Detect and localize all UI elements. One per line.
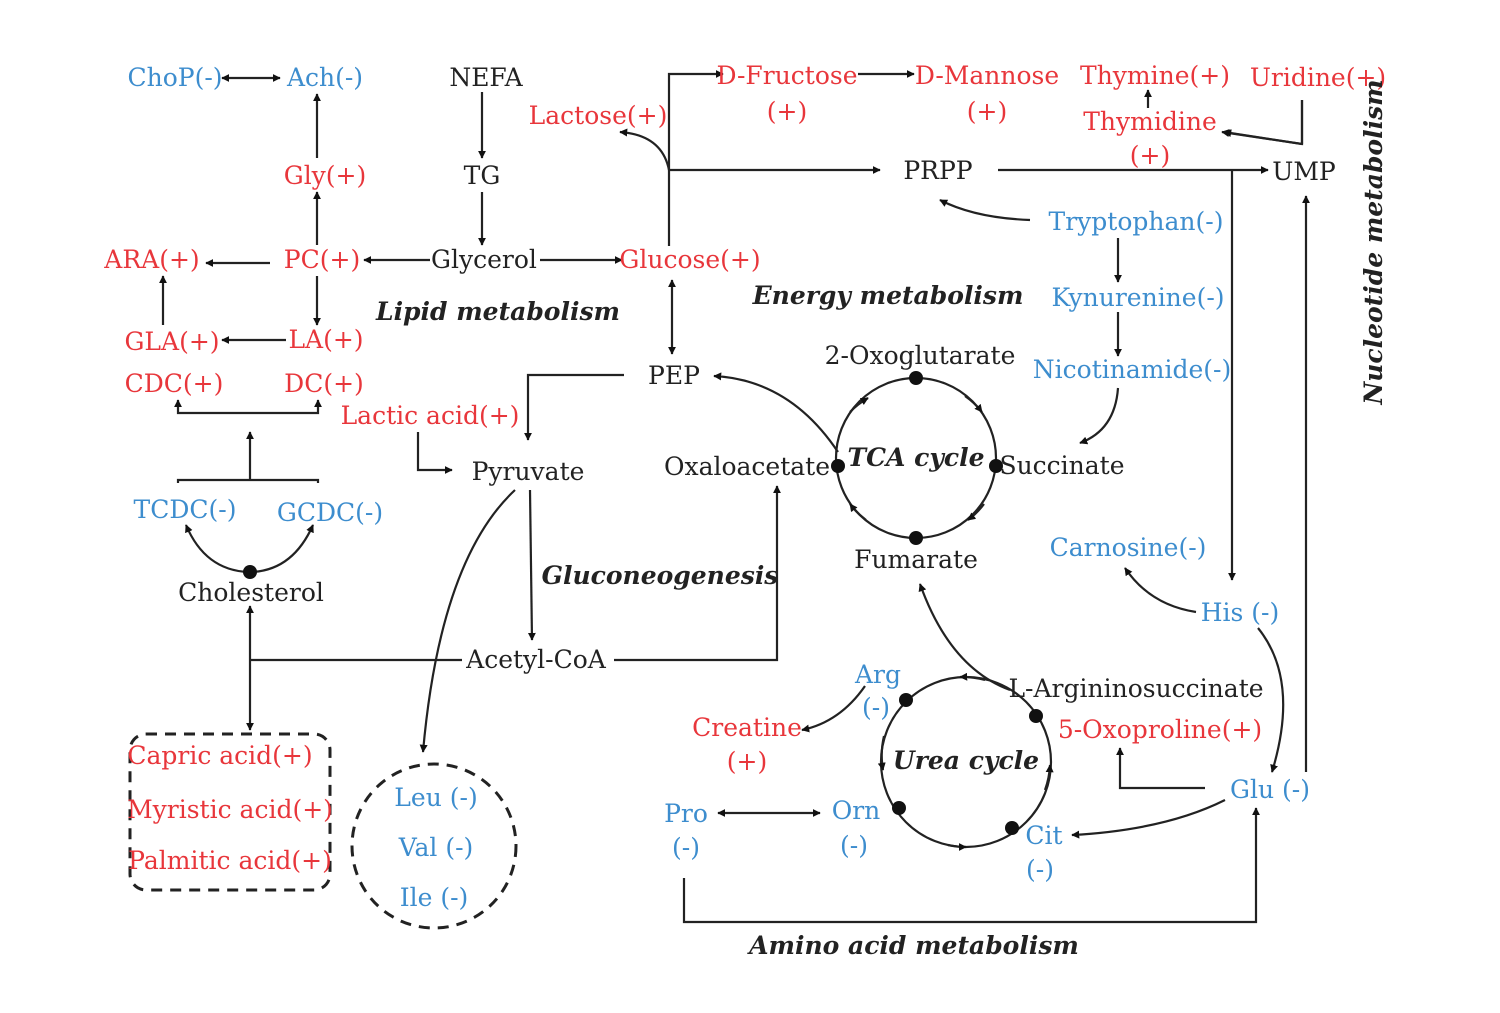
label-pro: Pro <box>664 799 708 828</box>
label-succinate: Succinate <box>999 451 1124 480</box>
label-ach: Ach(-) <box>286 63 363 92</box>
label-lactose: Lactose(+) <box>529 101 668 130</box>
label-d-fructose: D-Fructose <box>716 61 857 90</box>
label-cit-sign: (-) <box>1026 855 1054 884</box>
label-carnosine: Carnosine(-) <box>1050 533 1207 562</box>
label-gla: GLA(+) <box>124 327 219 356</box>
metabolite-labels: ChoP(-) Ach(-) NEFA TG Gly(+) ARA(+) PC(… <box>103 61 1386 912</box>
label-2-oxoglutarate: 2-Oxoglutarate <box>825 341 1016 370</box>
section-gluconeogenesis: Gluconeogenesis <box>542 561 779 590</box>
label-gcdc: GCDC(-) <box>277 498 383 527</box>
label-ile: Ile (-) <box>400 883 469 912</box>
label-cholesterol: Cholesterol <box>178 578 324 607</box>
label-creatine: Creatine <box>692 713 802 742</box>
label-pc: PC(+) <box>284 245 360 274</box>
label-fumarate: Fumarate <box>854 545 978 574</box>
label-orn-sign: (-) <box>840 831 868 860</box>
label-capric-acid: Capric acid(+) <box>127 741 312 770</box>
label-d-mannose: D-Mannose <box>915 61 1059 90</box>
label-acetyl-coa: Acetyl-CoA <box>465 645 607 674</box>
section-energy-metabolism: Energy metabolism <box>752 281 1024 310</box>
label-glycerol: Glycerol <box>431 245 537 274</box>
section-urea-cycle: Urea cycle <box>893 746 1039 775</box>
label-creatine-sign: (+) <box>727 747 767 776</box>
label-tg: TG <box>464 161 501 190</box>
label-arg-sign: (-) <box>862 693 890 722</box>
label-dc: DC(+) <box>284 369 364 398</box>
section-titles: Lipid metabolism Energy metabolism TCA c… <box>375 79 1388 960</box>
label-glu: Glu (-) <box>1230 775 1310 804</box>
label-arg: Arg <box>854 660 901 689</box>
pathway-nodes <box>243 371 1043 835</box>
label-d-mannose-sign: (+) <box>967 97 1007 126</box>
section-amino-acid-metabolism: Amino acid metabolism <box>747 931 1079 960</box>
label-oxaloacetate: Oxaloacetate <box>664 452 830 481</box>
label-l-argininosuccinate: L-Argininosuccinate <box>1008 674 1263 703</box>
label-la: LA(+) <box>288 325 363 354</box>
label-pep: PEP <box>648 361 700 390</box>
label-chop: ChoP(-) <box>127 63 222 92</box>
label-glucose: Glucose(+) <box>619 245 760 274</box>
label-uridine: Uridine(+) <box>1250 63 1386 92</box>
label-tcdc: TCDC(-) <box>134 495 237 524</box>
label-kynurenine: Kynurenine(-) <box>1051 283 1224 312</box>
label-val: Val (-) <box>398 833 474 862</box>
label-nicotinamide: Nicotinamide(-) <box>1033 355 1231 384</box>
label-nefa: NEFA <box>449 63 523 92</box>
label-lactic-acid: Lactic acid(+) <box>341 401 520 430</box>
section-tca-cycle: TCA cycle <box>848 443 985 472</box>
section-nucleotide-metabolism: Nucleotide metabolism <box>1359 79 1388 405</box>
label-prpp: PRPP <box>903 156 972 185</box>
label-pyruvate: Pyruvate <box>472 457 585 486</box>
label-myristic-acid: Myristic acid(+) <box>127 795 333 824</box>
label-thymine: Thymine(+) <box>1080 61 1230 90</box>
label-ara: ARA(+) <box>103 245 199 274</box>
label-tryptophan: Tryptophan(-) <box>1049 207 1224 236</box>
label-cit: Cit <box>1025 821 1062 850</box>
label-pro-sign: (-) <box>672 833 700 862</box>
pathway-arrows <box>128 70 1310 930</box>
label-leu: Leu (-) <box>394 783 477 812</box>
label-cdc: CDC(+) <box>125 369 224 398</box>
label-orn: Orn <box>832 796 881 825</box>
label-gly: Gly(+) <box>284 161 367 190</box>
label-his: His (-) <box>1201 598 1280 627</box>
section-lipid-metabolism: Lipid metabolism <box>375 297 620 326</box>
label-ump: UMP <box>1272 157 1336 186</box>
label-palmitic-acid: Palmitic acid(+) <box>128 846 332 875</box>
label-thymidine-sign: (+) <box>1130 141 1170 170</box>
label-thymidine: Thymidine <box>1083 107 1217 136</box>
label-d-fructose-sign: (+) <box>767 97 807 126</box>
label-5-oxoproline: 5-Oxoproline(+) <box>1058 715 1262 744</box>
